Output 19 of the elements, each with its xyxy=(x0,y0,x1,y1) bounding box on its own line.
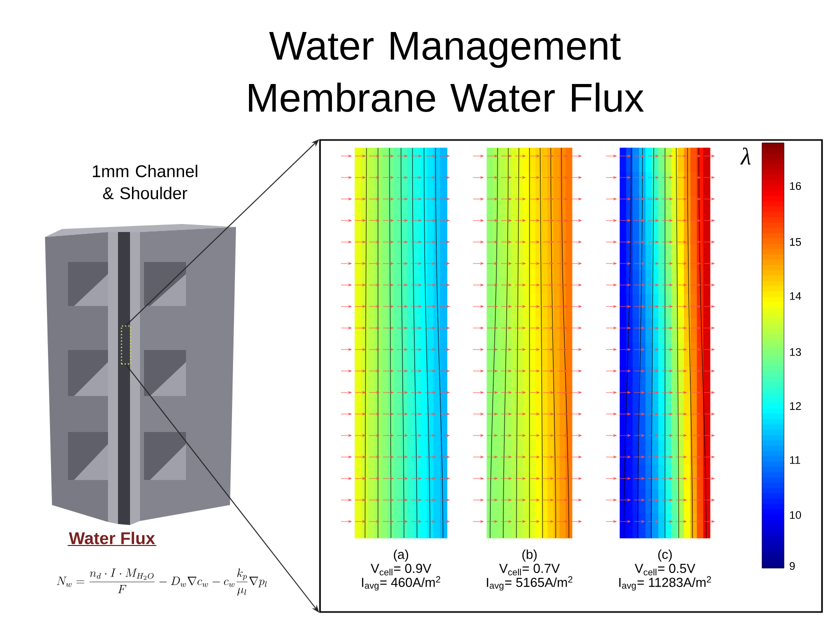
symbol-label: λ xyxy=(740,148,751,164)
plot-caption: (c) V$_{cell}$= 0.5V I$_{avg}$= 11283A/m$^{2}$ xyxy=(619,549,711,591)
tick-label: 11 xyxy=(790,456,800,464)
tick-label: 14 xyxy=(790,292,802,300)
tick-label: 16 xyxy=(790,182,801,190)
tick-label: 15 xyxy=(790,238,801,246)
plot-caption: (b) V$_{cell}$= 0.7V I$_{avg}$= 5165A/m$^{2}$ xyxy=(486,549,572,591)
tick-label: 12 xyxy=(790,402,801,410)
channel-block-drawing xyxy=(45,224,236,525)
heading: Water Flux xyxy=(67,532,157,546)
node-label: 1mm Channel & Shoulder xyxy=(92,164,198,200)
plot-caption: (a) V$_{cell}$= 0.9V I$_{avg}$= 460A/m$^{2}$ xyxy=(362,549,440,591)
title: Water Management Membrane Water Flux xyxy=(248,32,644,112)
panel-box xyxy=(319,139,823,613)
equation: $N_{w}=\frac{n_{d}\cdot I\cdot M_{H_{2}O}}{F}-D_{w}\nabla c_{w}-c_{w}\frac{k_{p}}{\mu_{l}}\nabla p_{l}$ xyxy=(56,568,267,596)
tick-label: 10 xyxy=(790,511,801,519)
tick-label: 13 xyxy=(790,348,801,356)
tick-label: 9 xyxy=(790,562,795,570)
dotted-box xyxy=(120,325,132,365)
